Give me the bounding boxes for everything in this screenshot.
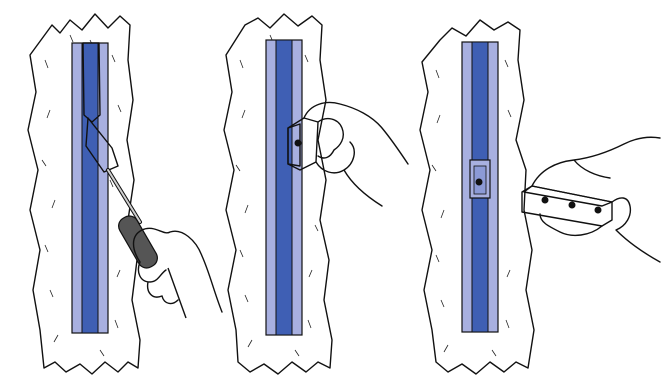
- plate-hole-3: [594, 206, 602, 214]
- hand-1: [132, 227, 223, 313]
- channel-inner-1: [81, 42, 99, 334]
- knife-tip-line: [167, 267, 187, 319]
- wall-plaster-outline-1: [27, 13, 141, 375]
- hand-3: [531, 136, 661, 263]
- plate-hole-2: [568, 201, 576, 209]
- wall-plaster-outline-3: [419, 19, 535, 375]
- putty-knife-handle: [118, 215, 158, 269]
- panel-2-bracket-step: [223, 13, 409, 375]
- peeled-strip: [82, 42, 101, 123]
- bracket-hole: [294, 139, 302, 147]
- plate-hole-1: [541, 196, 549, 204]
- channel-clip-hole: [475, 178, 483, 186]
- plaster-texture-2: [235, 34, 319, 357]
- putty-knife-blade: [85, 117, 119, 173]
- panel-1-scrape-step: [27, 13, 223, 375]
- hand-2: [303, 101, 409, 207]
- wall-plaster-outline-2: [223, 13, 333, 375]
- panel-3-plate-step: [419, 19, 661, 375]
- channel-inner-2: [275, 39, 293, 336]
